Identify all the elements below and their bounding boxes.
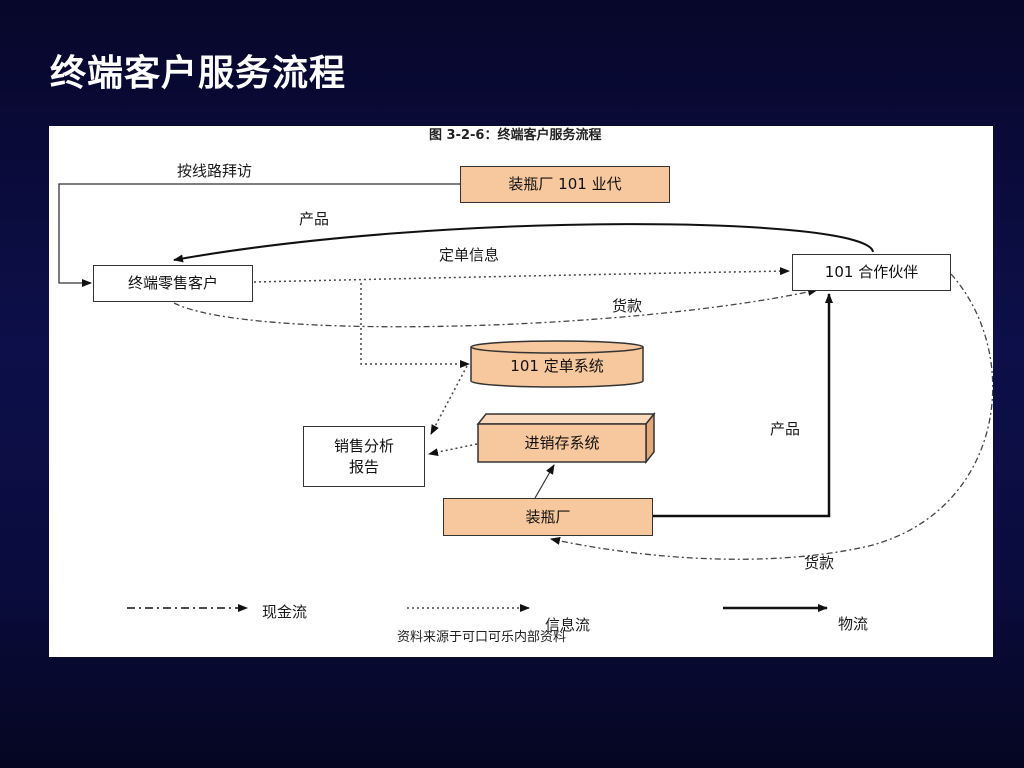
inventory-to-report-flow	[428, 443, 478, 457]
source-note: 资料来源于可口可乐内部资料	[397, 630, 567, 645]
order-system-cylinder	[470, 340, 644, 388]
node-sales-report: 销售分析 报告	[303, 426, 425, 487]
bottler-to-inventory-flow	[534, 464, 555, 499]
product-flow-top	[173, 223, 874, 263]
figure-caption: 图 3-2-6：终端客户服务流程	[429, 128, 602, 143]
inventory-system-box	[476, 411, 656, 465]
diagram-connectors	[58, 183, 993, 612]
legend-cash-flow: 现金流	[262, 603, 308, 621]
flow-diagram: 图 3-2-6：终端客户服务流程 装瓶厂 101 业代 终端零售客户 101 合…	[49, 126, 993, 657]
system-to-report-flow	[430, 365, 468, 435]
node-retail-customer: 终端零售客户	[93, 265, 253, 302]
node-inventory-system: 进销存系统	[524, 433, 600, 452]
order-info-flow	[253, 267, 790, 283]
legend-info-flow: 信息流	[545, 616, 591, 634]
label-product-right: 产品	[770, 420, 801, 438]
slide-title: 终端客户服务流程	[50, 53, 347, 94]
node-bottler-agent: 装瓶厂 101 业代	[460, 166, 670, 203]
label-payment-bottom: 货款	[804, 554, 835, 572]
node-bottler: 装瓶厂	[443, 498, 653, 536]
label-order-info: 定单信息	[439, 246, 500, 264]
visit-route-arrow	[58, 183, 460, 287]
payment-flow-mid	[173, 288, 818, 328]
label-visit-route: 按线路拜访	[177, 162, 253, 180]
order-info-to-system	[360, 283, 470, 368]
legend-logistics: 物流	[838, 615, 869, 633]
node-partner: 101 合作伙伴	[792, 254, 951, 291]
node-order-system: 101 定单系统	[510, 356, 604, 375]
payment-flow-bottom	[550, 273, 993, 560]
label-product-top: 产品	[299, 210, 330, 228]
product-flow-right	[653, 293, 833, 518]
label-payment-mid: 货款	[612, 297, 643, 315]
